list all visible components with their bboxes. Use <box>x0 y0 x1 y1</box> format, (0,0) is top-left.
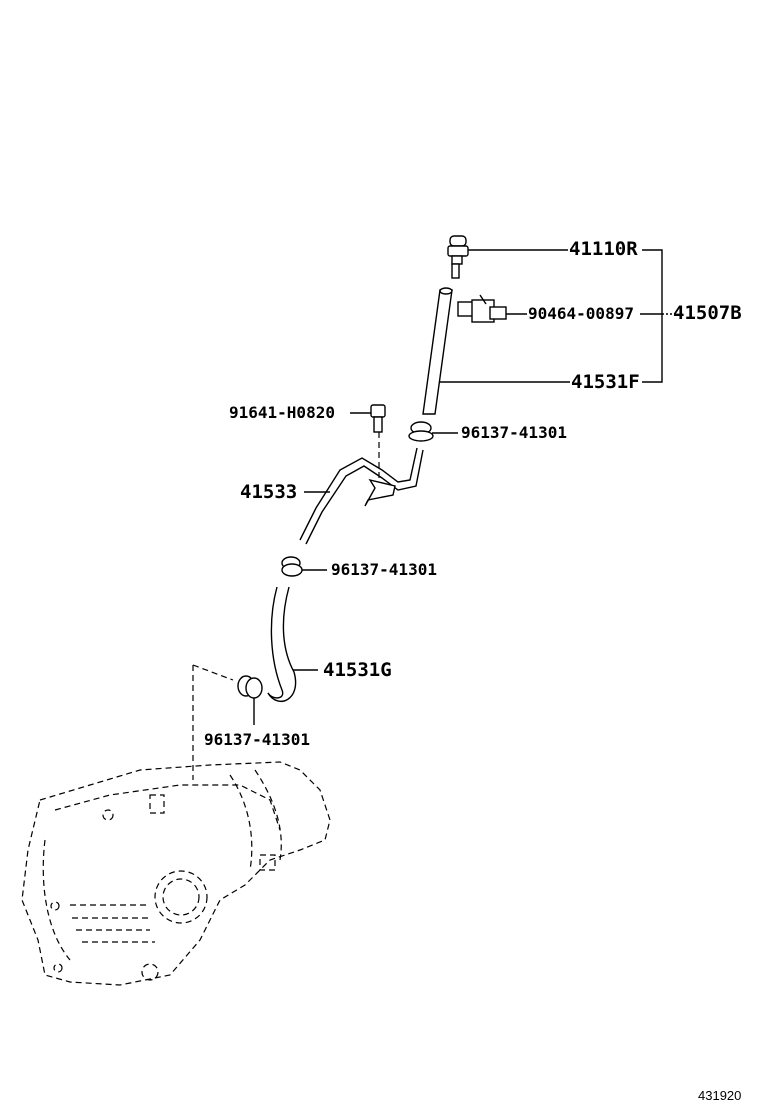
diagram-reference-number: 431920 <box>698 1088 742 1103</box>
hose-clip-upper <box>408 421 434 442</box>
part-label-90464-00897[interactable]: 90464-00897 <box>528 304 634 323</box>
part-label-96137-41301-lower[interactable]: 96137-41301 <box>204 730 310 749</box>
part-label-96137-41301-middle[interactable]: 96137-41301 <box>331 560 437 579</box>
clamp-90464 <box>457 294 507 323</box>
breather-pipe-41533 <box>299 447 424 545</box>
part-label-96137-41301-upper[interactable]: 96137-41301 <box>461 423 567 442</box>
part-label-41533[interactable]: 41533 <box>240 481 298 503</box>
part-label-41531F[interactable]: 41531F <box>571 371 640 393</box>
part-label-41531G[interactable]: 41531G <box>323 659 392 681</box>
differential-housing <box>21 761 331 986</box>
breather-plug-41110R <box>447 235 469 279</box>
hose-clip-lower <box>192 664 263 780</box>
part-label-91641-H0820[interactable]: 91641-H0820 <box>229 403 335 422</box>
assembly-bracket <box>642 249 672 383</box>
part-label-41507B[interactable]: 41507B <box>673 302 742 324</box>
hose-41531G <box>267 586 297 703</box>
hose-clip-middle <box>281 556 303 577</box>
bolt-91641 <box>370 404 386 490</box>
hose-41531F <box>422 287 453 415</box>
part-label-41110R[interactable]: 41110R <box>569 238 638 260</box>
leader-lines <box>253 249 662 725</box>
